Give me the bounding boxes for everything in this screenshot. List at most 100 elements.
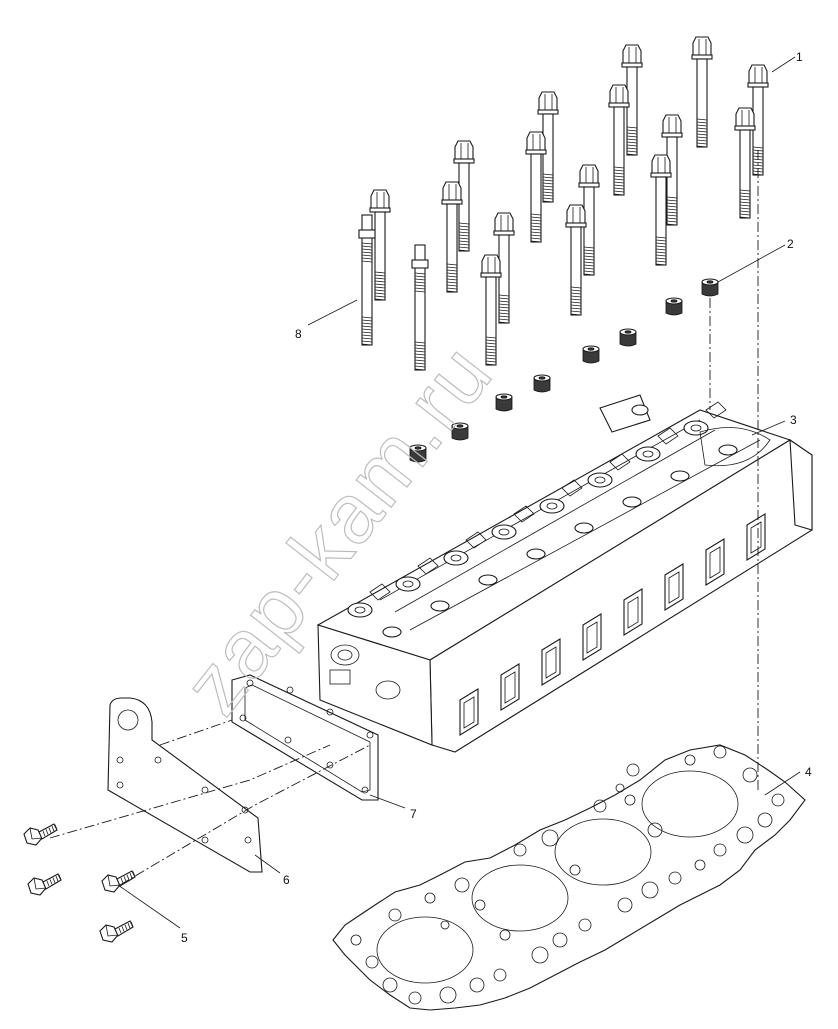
gasket-hole bbox=[408, 991, 422, 1005]
cover-gasket bbox=[231, 674, 379, 801]
head-bolt bbox=[578, 164, 600, 276]
centerlines bbox=[49, 150, 759, 886]
port-window bbox=[500, 663, 520, 711]
gasket-hole bbox=[382, 977, 398, 993]
deck-boss bbox=[683, 420, 709, 436]
valve-stem-seal bbox=[451, 422, 469, 441]
deck-boss bbox=[395, 576, 421, 592]
stud-bolt bbox=[411, 244, 429, 371]
deck-boss bbox=[347, 602, 373, 618]
valve-stem-seals bbox=[409, 278, 719, 463]
deck-boss bbox=[430, 600, 450, 612]
gasket-hole bbox=[713, 745, 727, 759]
gasket-hole bbox=[469, 977, 485, 993]
cover-bolts bbox=[23, 823, 136, 943]
gasket-hole bbox=[350, 934, 362, 946]
gasket-hole bbox=[771, 793, 785, 807]
deck-boss bbox=[622, 496, 642, 508]
head-bolt bbox=[369, 189, 391, 301]
valve-stem-seal bbox=[409, 444, 427, 463]
head-bolt bbox=[650, 154, 672, 266]
valve-stem-seal bbox=[533, 374, 551, 393]
deck-boss bbox=[670, 470, 690, 482]
callout-4: 4 bbox=[805, 765, 812, 779]
callout-6: 6 bbox=[283, 873, 290, 887]
deck-boss bbox=[718, 444, 738, 456]
callout-7: 7 bbox=[410, 807, 417, 821]
port-window bbox=[623, 588, 643, 636]
port-window bbox=[459, 688, 479, 736]
gasket-hole bbox=[647, 822, 663, 838]
gasket-hole bbox=[552, 932, 568, 948]
valve-stem-seal bbox=[665, 297, 683, 316]
flange-bolt bbox=[99, 920, 134, 943]
flange-bolt bbox=[27, 873, 62, 896]
gasket-hole bbox=[388, 908, 402, 922]
gasket-hole bbox=[615, 783, 625, 793]
head-bolt bbox=[608, 84, 630, 196]
port-window bbox=[582, 613, 602, 661]
deck-boss bbox=[382, 626, 402, 638]
gasket-hole bbox=[593, 799, 607, 813]
gasket-hole bbox=[569, 864, 581, 876]
callout-2: 2 bbox=[787, 237, 794, 251]
head-bolts bbox=[358, 36, 769, 371]
gasket-hole bbox=[624, 794, 636, 806]
port-window bbox=[705, 538, 725, 586]
gasket-hole bbox=[474, 899, 486, 911]
port-window bbox=[541, 638, 561, 686]
gasket-hole bbox=[684, 754, 696, 766]
head-bolt bbox=[734, 107, 756, 219]
gasket-hole bbox=[531, 946, 549, 964]
gasket-hole bbox=[454, 877, 470, 893]
head-bolt bbox=[441, 181, 463, 293]
deck-boss bbox=[635, 446, 661, 462]
deck-boss bbox=[443, 550, 469, 566]
gasket-hole bbox=[641, 881, 659, 899]
head-bolt bbox=[691, 36, 713, 148]
head-bolt bbox=[493, 212, 515, 324]
deck-boss bbox=[574, 522, 594, 534]
gasket-hole bbox=[499, 929, 511, 941]
port-window bbox=[746, 513, 766, 561]
deck-boss bbox=[587, 472, 613, 488]
stud-bolt bbox=[358, 214, 376, 346]
flange-bolt bbox=[101, 870, 136, 893]
head-bolt bbox=[747, 64, 769, 176]
gasket-hole bbox=[541, 829, 559, 847]
gasket-hole bbox=[713, 843, 727, 857]
callout-8: 8 bbox=[295, 327, 302, 341]
callouts: 1 2 3 4 5 6 7 8 bbox=[181, 50, 812, 945]
head-bolt bbox=[661, 114, 683, 226]
gasket-hole bbox=[617, 897, 633, 913]
deck-boss bbox=[478, 574, 498, 586]
gasket-hole bbox=[694, 859, 706, 871]
head-bolt bbox=[525, 131, 547, 243]
gasket-hole bbox=[513, 843, 527, 857]
flange-bolt bbox=[23, 823, 58, 846]
head-gasket bbox=[332, 744, 806, 1011]
valve-stem-seal bbox=[582, 345, 600, 364]
gasket-hole bbox=[626, 763, 640, 777]
leader-lines bbox=[117, 56, 801, 929]
cover-plate bbox=[107, 697, 263, 873]
gasket-hole bbox=[668, 871, 682, 885]
head-bolt bbox=[480, 254, 502, 366]
deck-boss bbox=[491, 524, 517, 540]
deck-boss bbox=[539, 498, 565, 514]
callout-1: 1 bbox=[796, 50, 803, 64]
head-bolt bbox=[453, 140, 475, 252]
callout-5: 5 bbox=[181, 931, 188, 945]
gasket-hole bbox=[742, 767, 758, 783]
gasket-hole bbox=[440, 920, 450, 930]
cylinder-head bbox=[316, 394, 813, 753]
head-bolt bbox=[565, 204, 587, 316]
head-bolt bbox=[621, 44, 643, 156]
callout-3: 3 bbox=[790, 413, 797, 427]
gasket-hole bbox=[493, 968, 507, 982]
valve-stem-seal bbox=[701, 278, 719, 297]
valve-stem-seal bbox=[495, 393, 513, 412]
head-bolt bbox=[537, 91, 559, 203]
gasket-hole bbox=[365, 955, 379, 969]
